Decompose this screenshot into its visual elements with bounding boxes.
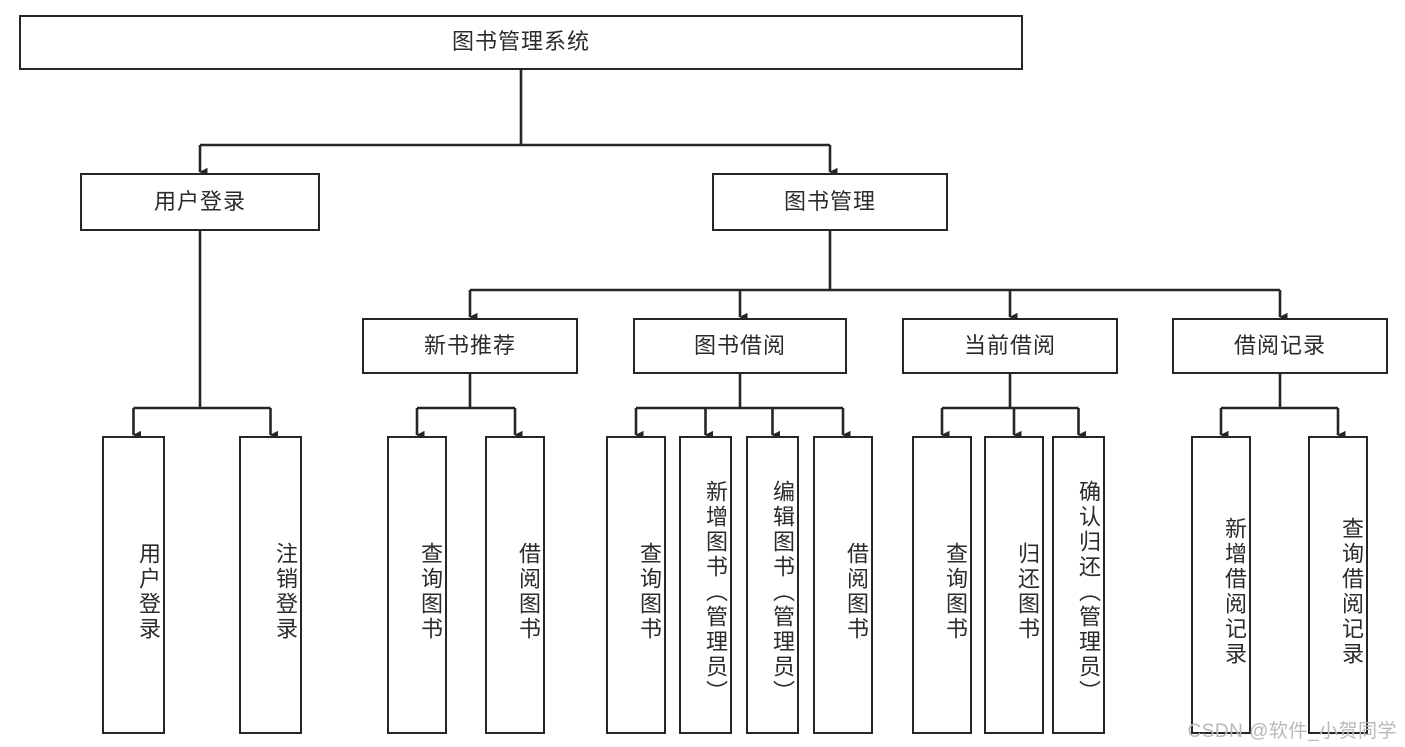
node-leaf-confirm-return[interactable]: 确认归还（管理员） xyxy=(1052,436,1105,734)
node-leaf-borrow-book-2[interactable]: 借阅图书 xyxy=(813,436,873,734)
node-borrow-record-label: 借阅记录 xyxy=(1233,332,1326,358)
node-root[interactable]: 图书管理系统 xyxy=(19,15,1023,70)
node-root-label: 图书管理系统 xyxy=(451,29,590,55)
node-leaf-return-book[interactable]: 归还图书 xyxy=(984,436,1044,734)
node-leaf-query-book-2[interactable]: 查询图书 xyxy=(606,436,666,734)
node-leaf-user-login-label: 用户登录 xyxy=(136,542,161,642)
node-leaf-query-record-label: 查询借阅记录 xyxy=(1339,517,1364,667)
node-leaf-add-book[interactable]: 新增图书（管理员） xyxy=(679,436,732,734)
node-leaf-add-record-label: 新增借阅记录 xyxy=(1222,517,1247,667)
node-leaf-borrow-book-2-label: 借阅图书 xyxy=(844,542,869,642)
node-leaf-return-book-label: 归还图书 xyxy=(1015,542,1040,642)
node-new-book-recommend-label: 新书推荐 xyxy=(423,332,516,358)
node-book-borrow[interactable]: 图书借阅 xyxy=(633,318,847,374)
node-book-manage[interactable]: 图书管理 xyxy=(712,173,948,231)
node-leaf-user-login[interactable]: 用户登录 xyxy=(102,436,165,734)
node-new-book-recommend[interactable]: 新书推荐 xyxy=(362,318,578,374)
node-leaf-query-book-1[interactable]: 查询图书 xyxy=(387,436,447,734)
node-leaf-edit-book[interactable]: 编辑图书（管理员） xyxy=(746,436,799,734)
node-current-borrow[interactable]: 当前借阅 xyxy=(902,318,1118,374)
node-leaf-query-book-2-label: 查询图书 xyxy=(637,542,662,642)
node-leaf-edit-book-label: 编辑图书（管理员） xyxy=(770,479,795,705)
node-leaf-logout[interactable]: 注销登录 xyxy=(239,436,302,734)
node-book-manage-label: 图书管理 xyxy=(783,188,876,214)
node-leaf-query-book-1-label: 查询图书 xyxy=(418,542,443,642)
node-user-login-label: 用户登录 xyxy=(153,188,246,214)
node-user-login[interactable]: 用户登录 xyxy=(80,173,320,231)
node-borrow-record[interactable]: 借阅记录 xyxy=(1172,318,1388,374)
watermark: CSDN @软件_小贺同学 xyxy=(1187,721,1397,742)
node-leaf-add-record[interactable]: 新增借阅记录 xyxy=(1191,436,1251,734)
node-leaf-add-book-label: 新增图书（管理员） xyxy=(703,479,728,705)
node-leaf-query-book-3-label: 查询图书 xyxy=(943,542,968,642)
node-leaf-borrow-book-1[interactable]: 借阅图书 xyxy=(485,436,545,734)
node-leaf-query-record[interactable]: 查询借阅记录 xyxy=(1308,436,1368,734)
node-leaf-borrow-book-1-label: 借阅图书 xyxy=(516,542,541,642)
node-leaf-query-book-3[interactable]: 查询图书 xyxy=(912,436,972,734)
node-leaf-logout-label: 注销登录 xyxy=(273,542,298,642)
node-current-borrow-label: 当前借阅 xyxy=(963,332,1056,358)
node-leaf-confirm-return-label: 确认归还（管理员） xyxy=(1076,479,1101,705)
node-book-borrow-label: 图书借阅 xyxy=(693,332,786,358)
